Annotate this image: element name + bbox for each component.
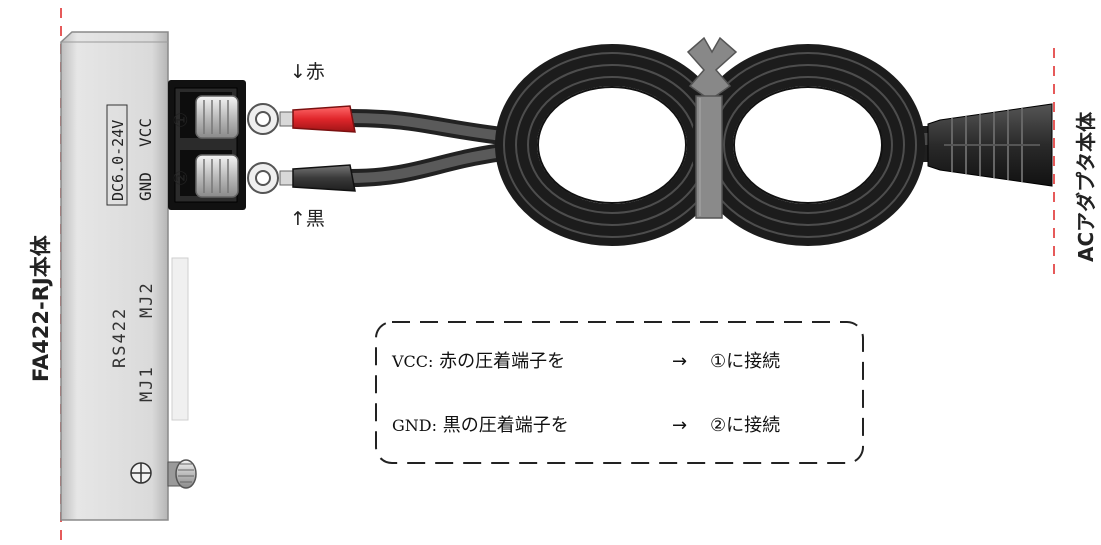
gnd-instruction-prefix: GND: [392,416,437,435]
mj1-label: MJ1 [137,365,157,402]
gnd-label: GND [136,172,155,201]
vcc-instruction-arrow: → [672,351,687,372]
screw-terminal-1 [195,95,239,139]
vcc-instruction-target: ①に接続 [710,351,780,372]
mj2-label: MJ2 [137,281,157,318]
device-panel [60,31,189,521]
black-wire-label: ↑黒 [290,208,325,230]
gnd-instruction: GND: 黒の圧着端子を → ②に接続 [392,415,780,436]
device-label: FA422-RJ本体 [29,234,53,382]
instruction-box [375,321,864,464]
red-wire-label: ↓赤 [290,61,325,83]
black-ring-terminal [247,162,356,194]
vcc-instruction: VCC: 赤の圧着端子を → ①に接続 [391,351,780,372]
gnd-instruction-arrow: → [672,415,687,436]
vcc-instruction-text: 赤の圧着端子を [439,351,565,372]
vcc-instruction-prefix: VCC: [391,352,433,371]
adapter-label: ACアダプタ本体 [1074,111,1098,262]
terminal-block [168,80,246,210]
gnd-instruction-target: ②に接続 [710,415,780,436]
gnd-instruction-text: 黒の圧着端子を [443,415,569,436]
rs422-label: RS422 [110,307,130,368]
voltage-label-box [106,104,128,206]
adapter-plug [927,103,1053,187]
port-window [171,257,189,421]
panel-knob-icon [167,459,197,489]
cable-tie [686,36,738,219]
voltage-label: DC6.0-24V [109,120,127,201]
vcc-label: VCC [136,118,155,147]
terminal-1-number: ① [171,112,192,128]
screw-terminal-2 [195,154,239,198]
red-ring-terminal [247,103,356,135]
panel-screw-icon [130,462,152,484]
terminal-2-number: ② [171,170,192,186]
